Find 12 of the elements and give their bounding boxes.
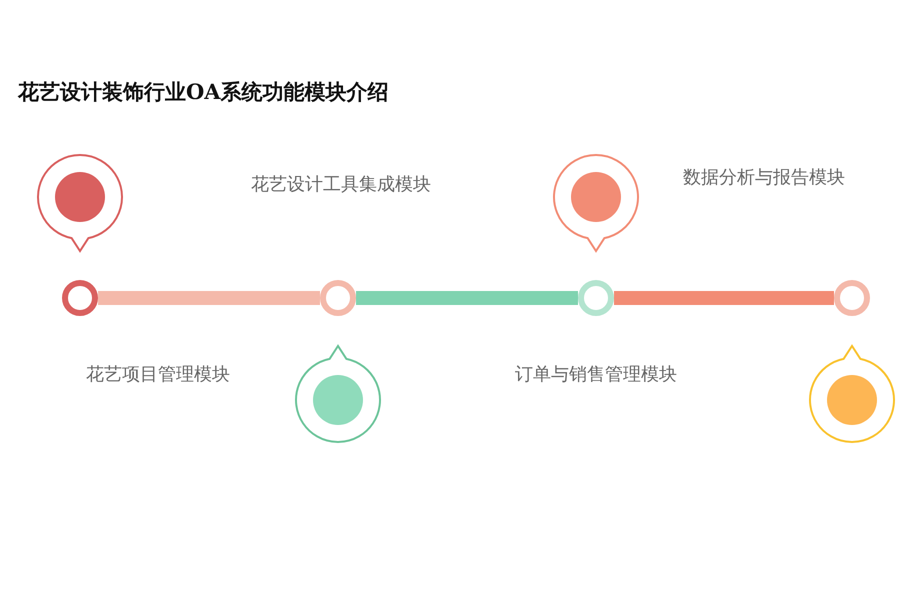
diagram-title: 花艺设计装饰行业OA系统功能模块介绍 xyxy=(18,78,389,106)
module-label: 花艺项目管理模块 xyxy=(86,363,230,386)
module-label: 订单与销售管理模块 xyxy=(515,363,677,386)
timeline-ring xyxy=(320,280,356,316)
module-label: 花艺设计工具集成模块 xyxy=(251,173,431,196)
connector-bar xyxy=(614,291,834,305)
module-label: 数据分析与报告模块 xyxy=(683,166,845,189)
connector-bar xyxy=(98,291,320,305)
timeline-ring xyxy=(578,280,614,316)
timeline-ring xyxy=(62,280,98,316)
connector-bar xyxy=(356,291,578,305)
timeline-ring xyxy=(834,280,870,316)
